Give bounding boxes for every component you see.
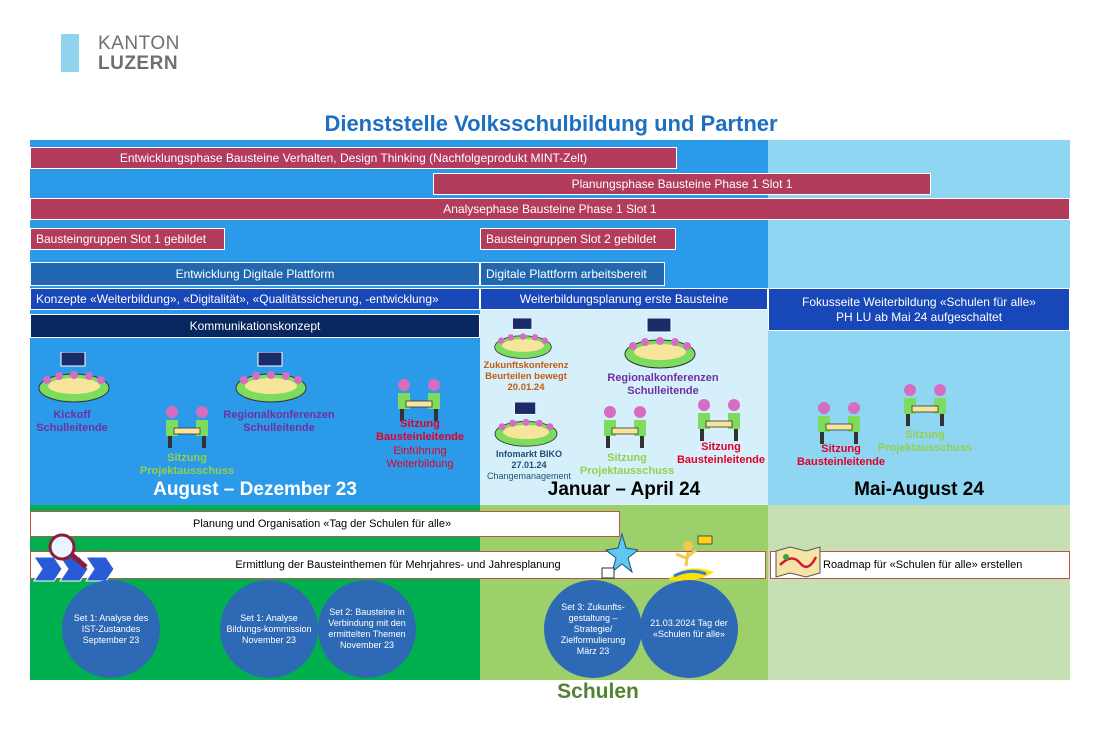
star-icon (601, 532, 638, 579)
logo-line1: KANTON (98, 33, 180, 54)
meeting-icon (698, 399, 740, 441)
set-circle-3: Set 2: Bausteine in Verbindung mit den e… (318, 580, 416, 678)
bar-planung-tag: Planung und Organisation «Tag der Schule… (30, 511, 620, 537)
sitzung-pa1-line1: Sitzung (167, 452, 207, 464)
biko-line1: Infomarkt BIKO (495, 449, 562, 459)
conference-icon (235, 352, 307, 403)
meeting-icon (818, 402, 860, 444)
map-icon (775, 546, 821, 578)
magnifier-arrows-icon (33, 533, 115, 582)
sitzung-bl2-line1: Sitzung (701, 441, 741, 453)
bar-konzepte: Konzepte «Weiterbildung», «Digitalität»,… (30, 288, 480, 310)
sitzung-bl3-line1: Sitzung (821, 443, 861, 455)
label-sitzung-projektausschuss-2: Sitzung Projektausschuss (572, 452, 682, 478)
bar-analysephase: Analysephase Bausteine Phase 1 Slot 1 (30, 198, 1070, 220)
period-mai-aug: Mai-August 24 (854, 479, 984, 500)
sitzung-bl3-line2: Bausteinleitende (796, 456, 886, 468)
logo-line2: LUZERN (98, 53, 179, 74)
sitzung-pa3-line2: Projektausschuss (877, 442, 973, 454)
logo-bar-icon (61, 34, 79, 72)
regio2-line2: Schulleitende (627, 385, 699, 397)
page-title: Dienststelle Volksschulbildung und Partn… (324, 111, 778, 136)
sitzung-bl1-line1: Sitzung (400, 418, 440, 430)
meeting-icon (166, 406, 208, 448)
set-circle-1: Set 1: Analyse des IST-Zustandes Septemb… (62, 580, 160, 678)
schulen-label: Schulen (557, 680, 639, 703)
label-einfuehrung: Einführung Weiterbildung (365, 445, 475, 471)
bar-plattform-bereit: Digitale Plattform arbeitsbereit (480, 262, 665, 286)
zk-line2: Beurteilen bewegt (485, 371, 567, 382)
sitzung-pa3-line1: Sitzung (905, 429, 945, 441)
bar-entwicklungsphase: Entwicklungsphase Bausteine Verhalten, D… (30, 147, 677, 169)
set-circle-5: 21.03.2024 Tag der «Schulen für alle» (640, 580, 738, 678)
biko-line2: 27.01.24 (511, 460, 547, 470)
bar-plattform: Entwicklung Digitale Plattform (30, 262, 480, 286)
conference-icon (624, 318, 696, 369)
kickoff-line2: Schulleitende (36, 422, 108, 434)
einf-line1: Einführung (393, 445, 447, 457)
meeting-icon (604, 406, 646, 448)
conference-icon (494, 402, 558, 447)
period-jan-apr: Januar – April 24 (547, 479, 701, 500)
label-infomarkt-biko: Infomarkt BIKO 27.01.24 Changemanagement (476, 449, 582, 482)
label-zukunftskonferenz: Zukunftskonferenz Beurteilen bewegt 20.0… (476, 360, 576, 393)
school-bg-mai-aug (768, 505, 1070, 680)
label-sitzung-bausteinleitende-3: Sitzung Bausteinleitende (786, 443, 896, 469)
label-sitzung-bausteinleitende-1: Sitzung Bausteinleitende (365, 418, 475, 444)
ermittlung-text: Ermittlung der Bausteinthemen für Mehrja… (235, 559, 561, 571)
regio1-line2: Schulleitende (243, 422, 315, 434)
conference-icon (494, 318, 552, 359)
fokusseite-line2: PH LU ab Mai 24 aufgeschaltet (835, 309, 1003, 324)
sitzung-bl2-line2: Bausteinleitende (676, 454, 766, 466)
bar-weiterbildung: Weiterbildungsplanung erste Bausteine (480, 288, 768, 310)
kickoff-line1: Kickoff (53, 409, 91, 421)
period-aug-dez: August – Dezember 23 (153, 479, 357, 500)
label-regionalkonferenzen-1: Regionalkonferenzen Schulleitende (214, 409, 344, 435)
einf-line2: Weiterbildung (386, 458, 454, 470)
bar-planungsphase: Planungsphase Bausteine Phase 1 Slot 1 (433, 173, 931, 195)
biko-line3: Changemanagement (486, 471, 572, 481)
label-sitzung-projektausschuss-3: Sitzung Projektausschuss (870, 429, 980, 455)
kanton-logo: KANTON LUZERN (61, 33, 201, 74)
meeting-icon (904, 384, 946, 426)
regio1-line1: Regionalkonferenzen (223, 409, 335, 421)
trophy-person-icon (668, 535, 714, 581)
bar-ermittlung: Ermittlung der Bausteinthemen für Mehrja… (30, 551, 766, 579)
label-regionalkonferenzen-2: Regionalkonferenzen Schulleitende (598, 372, 728, 398)
fokusseite-line1: Fokusseite Weiterbildung «Schulen für al… (802, 294, 1036, 309)
roadmap-text: Roadmap für «Schulen für alle» erstellen (823, 559, 1023, 571)
meeting-icon (398, 379, 440, 421)
conference-icon (38, 352, 110, 403)
sitzung-pa2-line1: Sitzung (607, 452, 647, 464)
zk-line1: Zukunftskonferenz (483, 360, 569, 371)
bar-fokusseite: Fokusseite Weiterbildung «Schulen für al… (768, 288, 1070, 331)
bar-gruppen-slot1: Bausteingruppen Slot 1 gebildet (30, 228, 225, 250)
sitzung-bl1-line2: Bausteinleitende (375, 431, 465, 443)
zk-line3: 20.01.24 (507, 382, 545, 393)
bar-gruppen-slot2: Bausteingruppen Slot 2 gebildet (480, 228, 676, 250)
sitzung-pa2-line2: Projektausschuss (579, 465, 675, 477)
label-sitzung-projektausschuss-1: Sitzung Projektausschuss (132, 452, 242, 478)
planung-text: Planung und Organisation «Tag der Schule… (193, 518, 452, 530)
label-sitzung-bausteinleitende-2: Sitzung Bausteinleitende (666, 441, 776, 467)
regio2-line1: Regionalkonferenzen (607, 372, 719, 384)
set-circle-4: Set 3: Zukunfts-gestaltung – Strategie/ … (544, 580, 642, 678)
set-circle-2: Set 1: Analyse Bildungs-kommission Novem… (220, 580, 318, 678)
sitzung-pa1-line2: Projektausschuss (139, 465, 235, 477)
label-kickoff: Kickoff Schulleitende (22, 409, 122, 435)
bar-kommunikation: Kommunikationskonzept (30, 314, 480, 338)
